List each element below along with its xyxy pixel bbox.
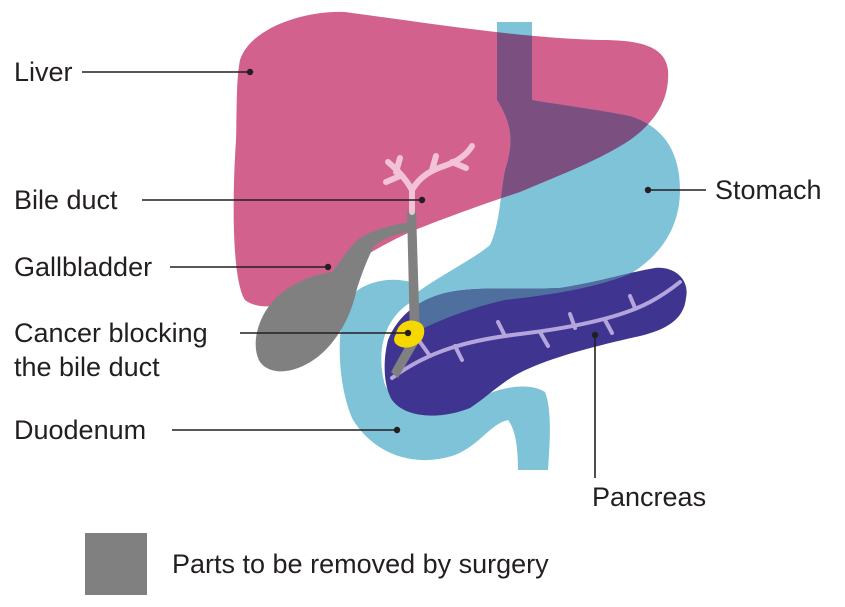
- label-liver: Liver: [14, 57, 73, 87]
- liver-shape: [233, 11, 669, 307]
- leader-lines: [82, 71, 706, 478]
- duodenum-shape: [339, 279, 550, 470]
- label-stomach: Stomach: [715, 175, 822, 205]
- gallbladder-shape: [255, 222, 412, 372]
- label-gallbladder: Gallbladder: [14, 252, 153, 282]
- pancreatic-duct: [390, 280, 682, 380]
- label-duodenum: Duodenum: [14, 415, 147, 445]
- leader-dots: [246, 68, 652, 434]
- legend-swatch: [85, 533, 147, 595]
- label-cancer-blocking-bile-duct: Cancer blocking the bile duct: [14, 318, 208, 382]
- label-bile-duct: Bile duct: [14, 185, 118, 215]
- label-pancreas: Pancreas: [592, 482, 707, 512]
- bile-duct-branches: [383, 143, 475, 215]
- legend-text: Parts to be removed by surgery: [172, 549, 549, 579]
